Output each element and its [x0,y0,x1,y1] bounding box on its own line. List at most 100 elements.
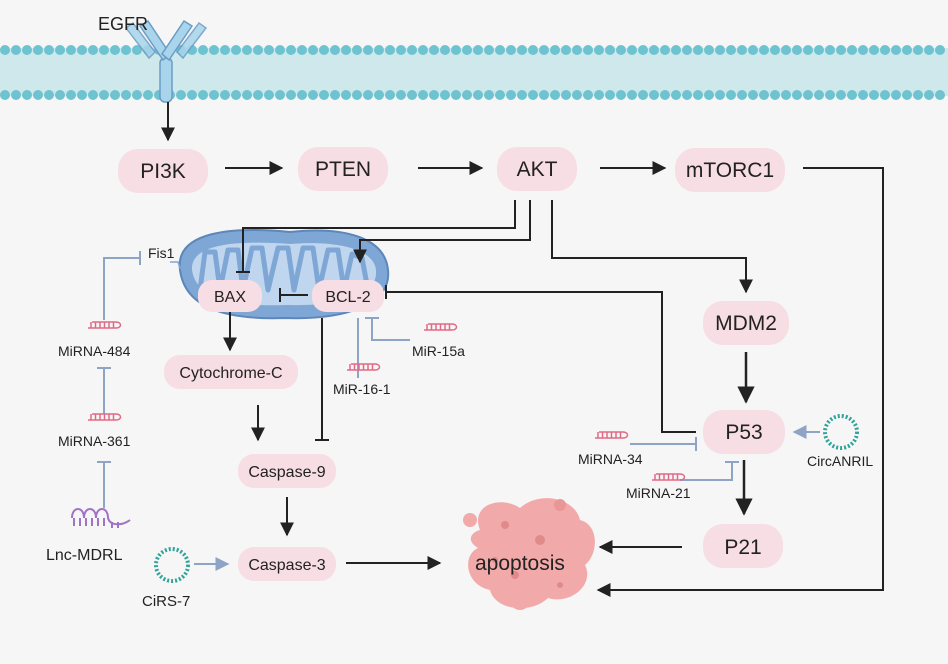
lipid-head [187,90,197,100]
lipid-head [319,90,329,100]
lipid-head [88,90,98,100]
lipid-head [759,90,769,100]
lipid-head [451,90,461,100]
lipid-head [869,90,879,100]
lipid-head [495,90,505,100]
akt-inhibits-bax [242,200,516,272]
mirna484-inhibits-fis1 [103,257,140,320]
lipid-head [638,90,648,100]
cytochrome-c-label: Cytochrome-C [179,365,282,382]
lipid-head [517,90,527,100]
lipid-head [770,90,780,100]
pi3k-label: PI3K [140,160,186,183]
lipid-head [33,90,43,100]
lipid-head [286,45,296,55]
lipid-head [363,90,373,100]
pten-label: PTEN [315,158,371,181]
lipid-head [110,45,120,55]
lipid-head [803,90,813,100]
lipid-head [22,90,32,100]
lipid-head [550,90,560,100]
akt-label: AKT [517,158,558,181]
lipid-head [11,90,21,100]
lipid-head [539,45,549,55]
cirs7-circ-icon [154,547,190,583]
lipid-head [616,90,626,100]
lipid-head [88,45,98,55]
circanril-label: CircANRIL [807,453,873,469]
bax-label: BAX [214,289,246,306]
lipid-head [627,45,637,55]
mirna-hairpin-icon [88,413,122,421]
lipid-head [924,90,934,100]
lipid-head [847,90,857,100]
lipid-head [176,90,186,100]
mirna-hairpin-icon [424,323,458,331]
apoptosis-label: apoptosis [475,552,565,575]
lipid-head [561,90,571,100]
lipid-head [649,45,659,55]
activation-arrows [161,102,884,597]
lipid-head [935,90,945,100]
lipid-head [264,90,274,100]
lipid-head [792,45,802,55]
lipid-head [528,45,538,55]
p21-label: P21 [724,536,761,559]
lipid-head [55,45,65,55]
egfr-label: EGFR [98,14,148,34]
akt-node: AKT [497,147,577,191]
bax-node: BAX [198,280,262,312]
lipid-head [627,90,637,100]
lipid-head [198,90,208,100]
lipid-head [649,90,659,100]
lipid-head [209,45,219,55]
lipid-head [572,90,582,100]
lipid-head [902,45,912,55]
lipid-head [385,45,395,55]
lipid-head [484,90,494,100]
lipid-head [924,45,934,55]
lipid-head [473,90,483,100]
lipid-head [22,45,32,55]
lipid-head [121,90,131,100]
mirna-21-label: MiRNA-21 [626,485,691,501]
lipid-head [264,45,274,55]
lipid-head [803,45,813,55]
lipid-head [594,45,604,55]
lipid-head [506,45,516,55]
circanril-circ-icon [823,414,859,450]
lipid-head [748,90,758,100]
lipid-head [704,90,714,100]
lipid-head [110,90,120,100]
lipid-head [231,90,241,100]
pten-node: PTEN [298,147,388,191]
lipid-head [748,45,758,55]
bcl2-node: BCL-2 [312,280,384,312]
lipid-head [33,45,43,55]
lipid-head [550,45,560,55]
mtorc1-to-apoptosis-arrow [596,167,884,597]
lipid-head [352,90,362,100]
lipid-head [737,45,747,55]
lipid-head [902,90,912,100]
mirna-hairpin-icon [347,363,381,371]
lipid-head [506,90,516,100]
p53-label: P53 [725,421,762,444]
mdm2-node: MDM2 [703,301,789,345]
lipid-head [451,45,461,55]
lipid-head [77,90,87,100]
lipid-head [440,90,450,100]
lipid-head [704,45,714,55]
lipid-head [737,90,747,100]
lipid-head [352,45,362,55]
lipid-head [253,45,263,55]
lnc-mdrl-label: Lnc-MDRL [46,547,123,564]
lipid-head [198,45,208,55]
lipid-head [814,45,824,55]
lipid-head [462,45,472,55]
lipid-head [572,45,582,55]
lipid-head [682,45,692,55]
lipid-head [209,90,219,100]
lipid-head [913,45,923,55]
